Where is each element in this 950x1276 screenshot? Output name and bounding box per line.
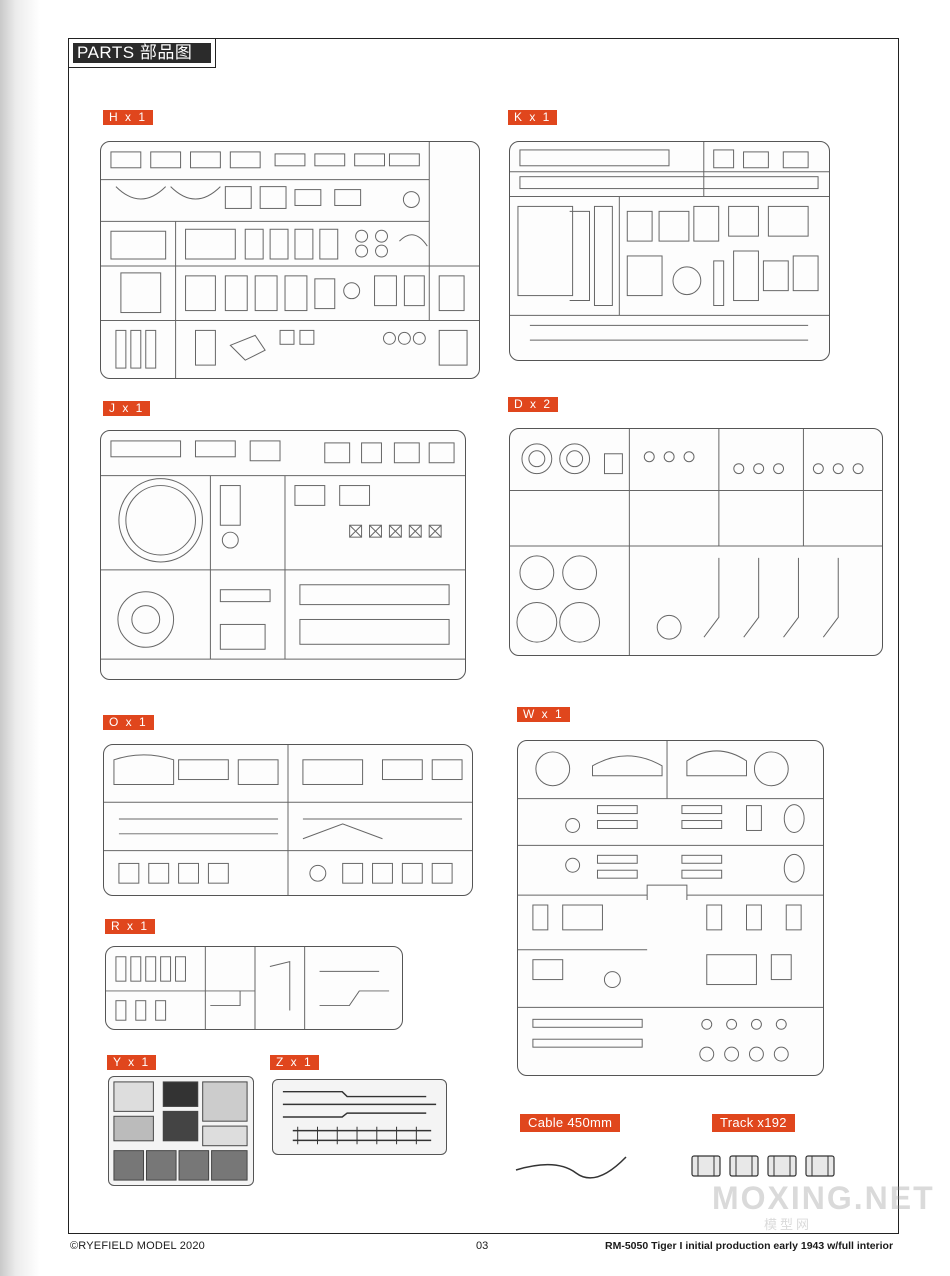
cable-illustration: [515, 1156, 627, 1179]
sprue-j-diagram: [100, 430, 466, 680]
sprue-label-j: J x 1: [103, 401, 151, 416]
page-number: 03: [476, 1240, 489, 1252]
product-title: RM-5050 Tiger I initial production early…: [605, 1240, 894, 1252]
sprue-label-w: W x 1: [517, 707, 570, 722]
cable-label: Cable 450mm: [520, 1114, 621, 1132]
sprue-d-diagram: [509, 428, 883, 656]
page-frame: [68, 38, 899, 1234]
sprue-label-o: O x 1: [103, 715, 154, 730]
sprue-label-h: H x 1: [103, 110, 154, 125]
parts-header: PARTS 部品图: [68, 38, 216, 68]
track-label: Track x192: [712, 1114, 795, 1132]
sprue-label-d: D x 2: [508, 397, 559, 412]
page-title: PARTS 部品图: [73, 43, 211, 63]
sprue-label-z: Z x 1: [270, 1055, 319, 1070]
track-links-illustration: [691, 1155, 835, 1177]
sprue-o-diagram: [103, 744, 473, 896]
sprue-label-k: K x 1: [508, 110, 558, 125]
sprue-y-photo-etch: [108, 1076, 254, 1186]
sprue-z-photo-etch: [272, 1079, 447, 1155]
sprue-r-diagram: [105, 946, 403, 1030]
watermark-sub: 模型网: [764, 1217, 813, 1232]
watermark: MOXING.NET: [712, 1180, 935, 1216]
copyright: ©RYEFIELD MODEL 2020: [70, 1240, 205, 1252]
sprue-k-diagram: [509, 141, 830, 361]
sprue-h-diagram: [100, 141, 480, 379]
sprue-label-y: Y x 1: [107, 1055, 157, 1070]
sprue-w-diagram: [517, 740, 824, 1076]
sprue-label-r: R x 1: [105, 919, 156, 934]
binding-shadow: [0, 0, 40, 1276]
